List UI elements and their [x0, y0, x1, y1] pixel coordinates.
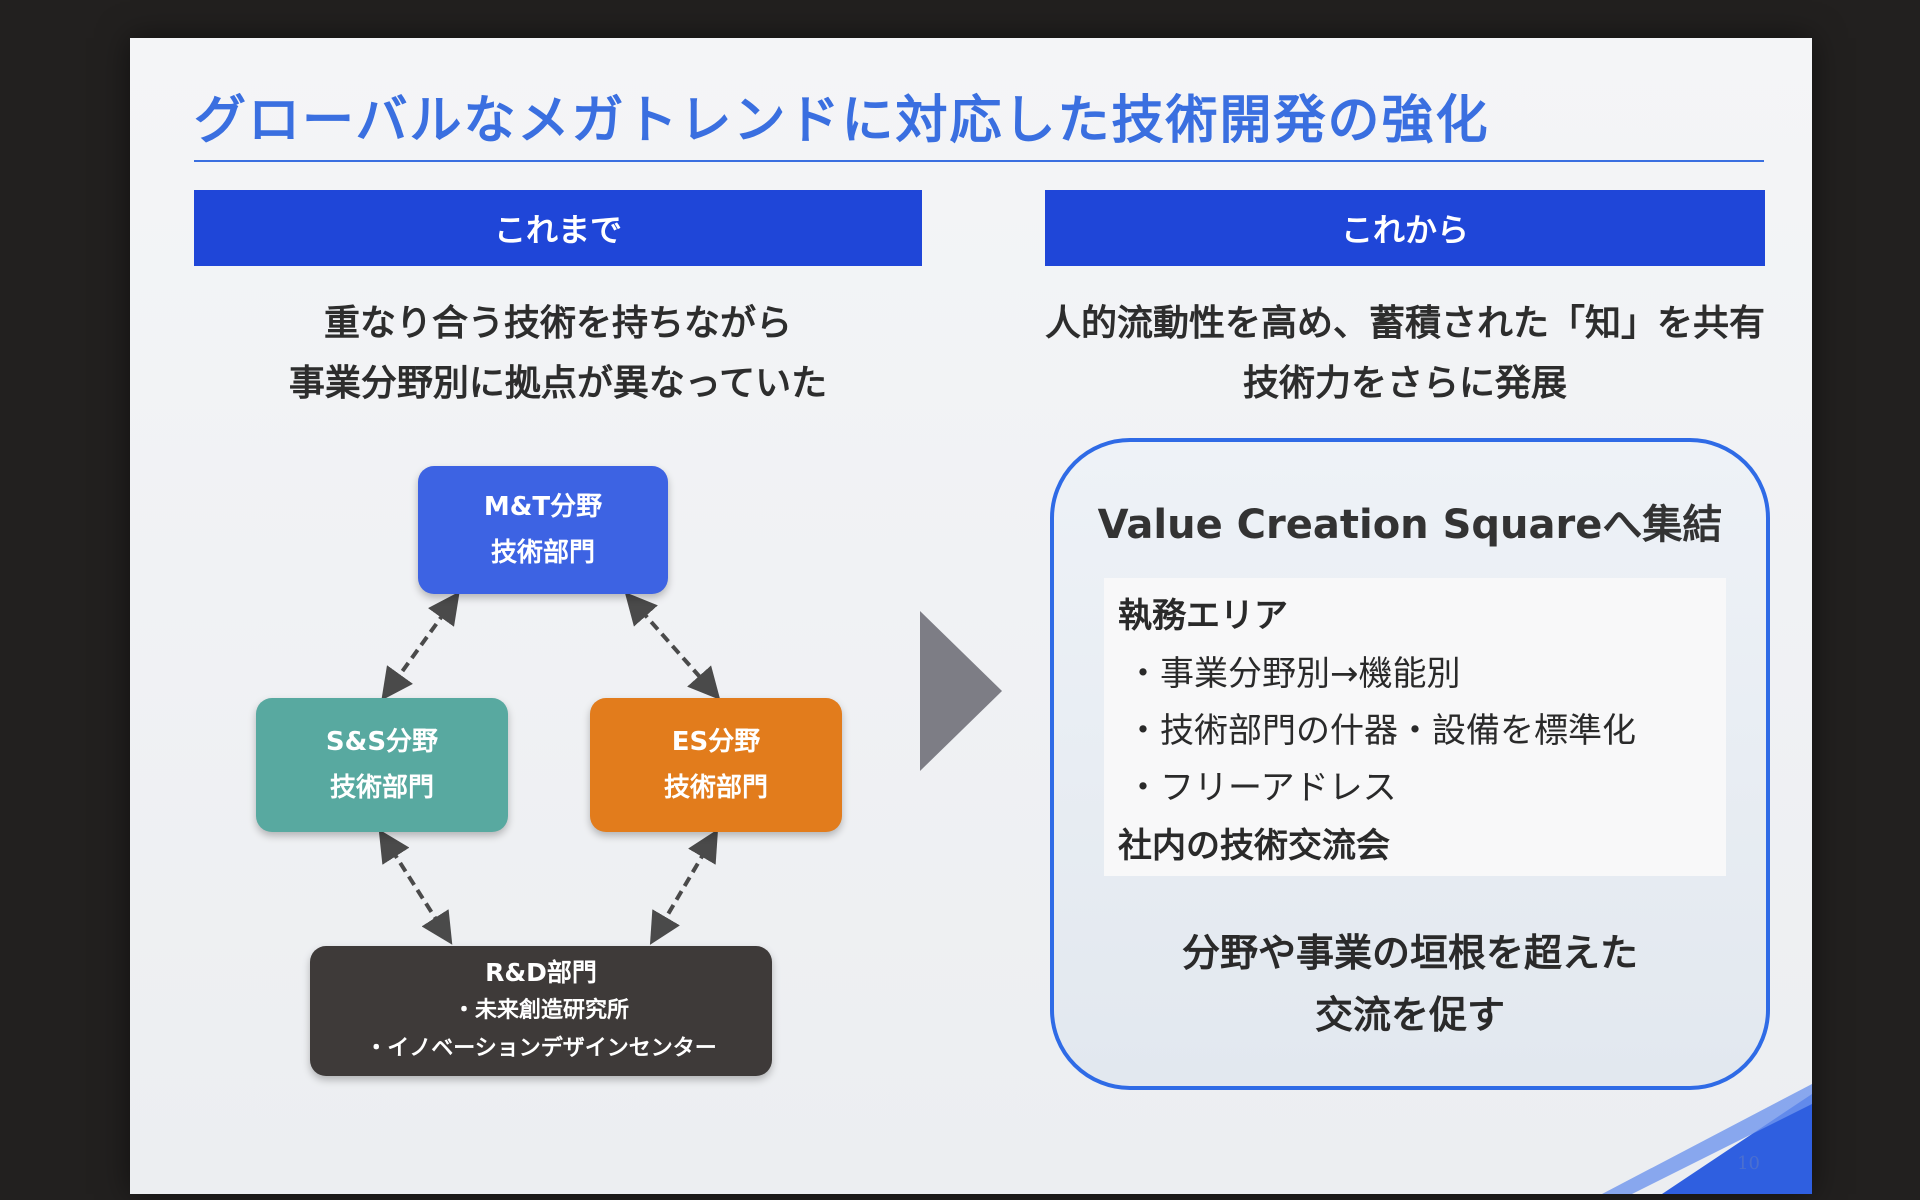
before-lead-text: 重なり合う技術を持ちながら 事業分野別に拠点が異なっていた — [194, 294, 922, 414]
corner-decoration — [1602, 1084, 1812, 1194]
transition-arrow-icon — [920, 611, 1002, 771]
value-creation-square-panel: Value Creation Squareへ集結 執務エリア ・事業分野別→機能… — [1050, 438, 1770, 1090]
arrow-ss-rd — [378, 829, 453, 945]
ss-node-line-1: S&S分野 — [325, 727, 439, 757]
before-header-band: これまで — [194, 190, 922, 266]
rd-node-sub-1: ・未来創造研究所 — [452, 998, 629, 1023]
vcs-item-1: ・事業分野別→機能別 — [1126, 654, 1461, 694]
title-divider — [194, 160, 1764, 162]
vcs-conclusion-line-1: 分野や事業の垣根を超えた — [1181, 931, 1638, 975]
before-lead-line-1: 重なり合う技術を持ちながら — [323, 303, 792, 344]
page-number: 10 — [1737, 1153, 1760, 1174]
vcs-conclusion-line-2: 交流を促す — [1314, 993, 1505, 1037]
before-lead-line-2: 事業分野別に拠点が異なっていた — [288, 363, 828, 404]
mt-node-line-2: 技術部門 — [490, 538, 595, 568]
after-header-band: これから — [1045, 190, 1765, 266]
mt-division-node: M&T分野 技術部門 — [418, 466, 668, 594]
arrow-mt-es — [624, 592, 721, 700]
after-header-label: これから — [1340, 211, 1469, 249]
vcs-conclusion: 分野や事業の垣根を超えた 交流を促す — [1054, 922, 1766, 1046]
rd-node-title: R&D部門 — [485, 958, 597, 987]
rd-division-node: R&D部門 ・未来創造研究所 ・イノベーションデザインセンター — [310, 946, 772, 1076]
vcs-item-3: ・フリーアドレス — [1126, 768, 1397, 808]
ss-division-node: S&S分野 技術部門 — [256, 698, 508, 832]
mt-node-line-1: M&T分野 — [483, 492, 603, 522]
ss-node-line-2: 技術部門 — [329, 773, 434, 803]
connector-arrows — [378, 591, 721, 945]
after-lead-line-2: 技術力をさらに発展 — [1242, 363, 1567, 404]
before-header-label: これまで — [493, 211, 622, 249]
vcs-title: Value Creation Squareへ集結 — [1097, 502, 1723, 548]
es-node-line-1: ES分野 — [671, 727, 761, 757]
es-node-line-2: 技術部門 — [663, 773, 768, 803]
arrow-es-rd — [649, 829, 719, 945]
vcs-details-box: 執務エリア ・事業分野別→機能別 ・技術部門の什器・設備を標準化 ・フリーアドレ… — [1104, 578, 1726, 876]
tech-exchange-heading: 社内の技術交流会 — [1118, 826, 1390, 866]
after-lead-text: 人的流動性を高め、蓄積された「知」を共有 技術力をさらに発展 — [1010, 294, 1800, 414]
slide: グローバルなメガトレンドに対応した技術開発の強化 これまで これから 重なり合う… — [130, 38, 1812, 1194]
slide-title: グローバルなメガトレンドに対応した技術開発の強化 — [194, 91, 1490, 151]
vcs-item-2: ・技術部門の什器・設備を標準化 — [1126, 711, 1636, 751]
arrow-mt-ss — [381, 591, 460, 701]
office-area-heading: 執務エリア — [1118, 596, 1288, 636]
es-division-node: ES分野 技術部門 — [590, 698, 842, 832]
after-lead-line-1: 人的流動性を高め、蓄積された「知」を共有 — [1044, 303, 1765, 344]
rd-node-sub-2: ・イノベーションデザインセンター — [365, 1036, 717, 1061]
